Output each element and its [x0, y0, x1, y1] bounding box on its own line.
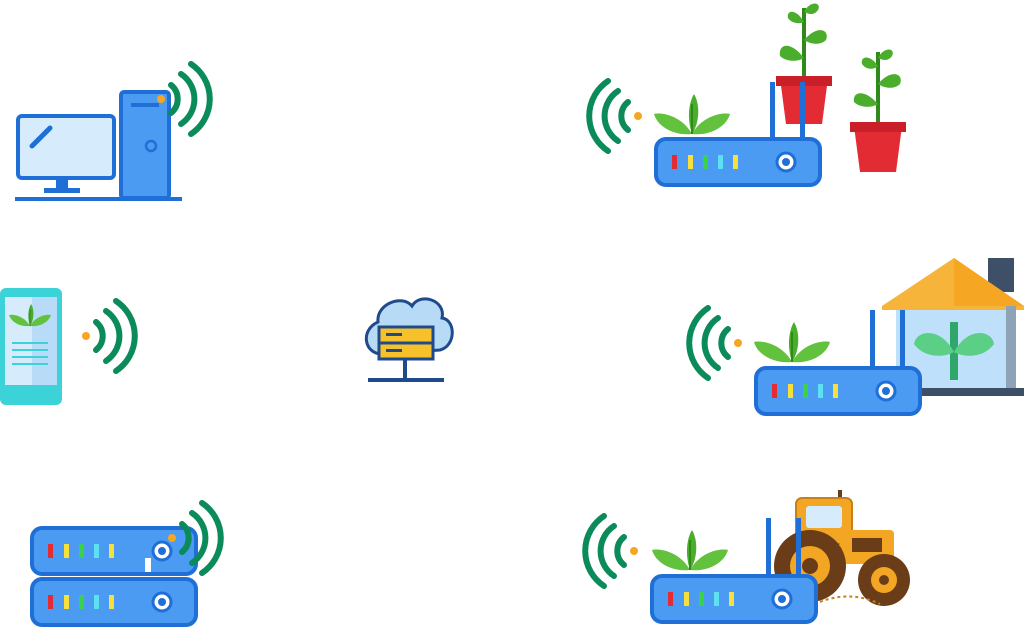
- cloud-server-icon: [365, 297, 454, 382]
- wifi-signal-icon: [585, 516, 638, 586]
- router-with-greenhouse-icon: [753, 258, 1024, 416]
- router-with-potted-plants-icon: [653, 3, 906, 187]
- server-rack-icon: [30, 526, 198, 627]
- wifi-signal-icon: [589, 81, 642, 151]
- wifi-signal-icon: [82, 301, 135, 371]
- desktop-computer-icon: [15, 90, 182, 201]
- router-with-tractor-icon: [650, 490, 910, 624]
- mobile-phone-leaf-icon: [0, 288, 62, 405]
- wifi-signal-icon: [689, 308, 742, 378]
